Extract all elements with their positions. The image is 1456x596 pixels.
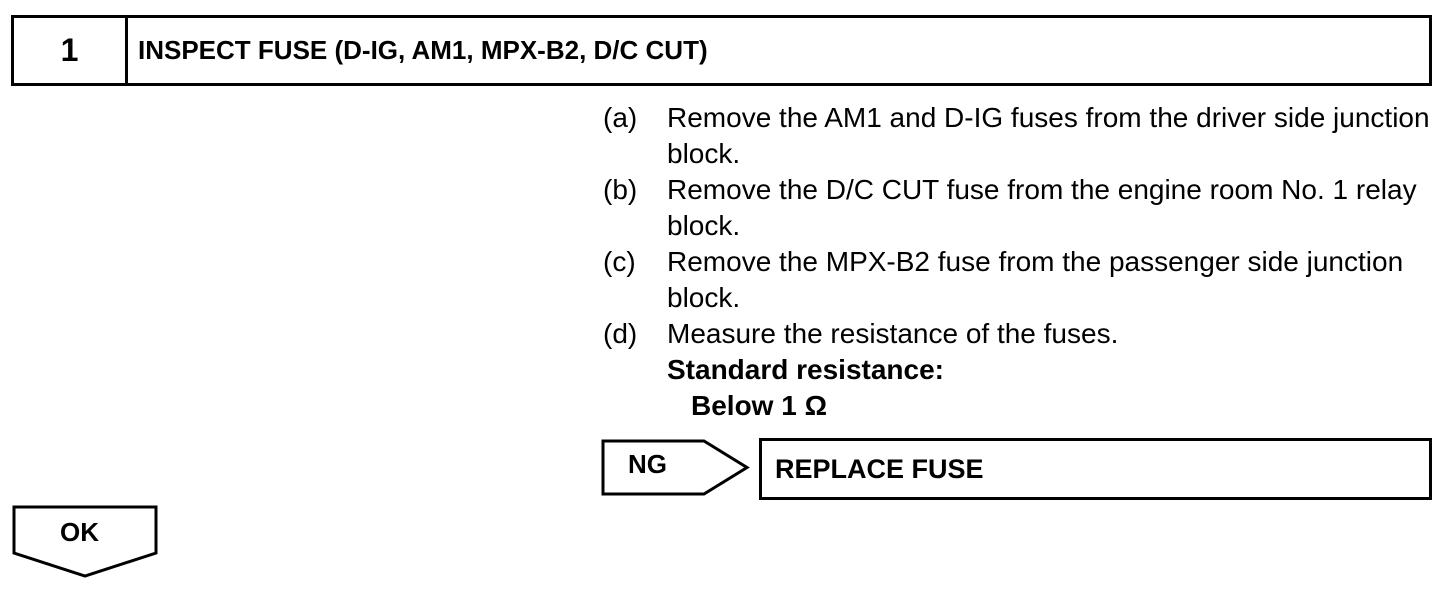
instruction-text: Remove the AM1 and D-IG fuses from the d… bbox=[667, 102, 1430, 169]
instruction-label: (b) bbox=[603, 174, 638, 205]
spec-value: Below 1 Ω bbox=[691, 390, 828, 421]
instruction-label: (a) bbox=[603, 102, 638, 133]
instruction-item-c: (c) Remove the MPX-B2 fuse from the pass… bbox=[603, 244, 1433, 316]
instruction-list: (a) Remove the AM1 and D-IG fuses from t… bbox=[603, 100, 1433, 424]
step-number: 1 bbox=[14, 18, 128, 83]
ok-label: OK bbox=[60, 517, 99, 547]
instruction-text: Measure the resistance of the fuses. bbox=[667, 318, 1119, 349]
ng-label: NG bbox=[628, 449, 667, 479]
instruction-item-d: (d) Measure the resistance of the fuses. bbox=[603, 316, 1433, 352]
instruction-label: (d) bbox=[603, 318, 638, 349]
ng-arrow-icon bbox=[601, 439, 750, 496]
instruction-text: Remove the D/C CUT fuse from the engine … bbox=[667, 174, 1417, 241]
step-header: 1 INSPECT FUSE (D-IG, AM1, MPX-B2, D/C C… bbox=[11, 15, 1432, 86]
instruction-label: (c) bbox=[603, 246, 636, 277]
instruction-item-a: (a) Remove the AM1 and D-IG fuses from t… bbox=[603, 100, 1433, 172]
instruction-text: Remove the MPX-B2 fuse from the passenge… bbox=[667, 246, 1404, 313]
ok-arrow-icon bbox=[12, 505, 158, 578]
spec-heading: Standard resistance: bbox=[667, 354, 944, 385]
ng-result-box: REPLACE FUSE bbox=[759, 438, 1432, 500]
ng-result-text: REPLACE FUSE bbox=[775, 453, 984, 484]
step-title: INSPECT FUSE (D-IG, AM1, MPX-B2, D/C CUT… bbox=[138, 35, 708, 65]
instruction-item-b: (b) Remove the D/C CUT fuse from the eng… bbox=[603, 172, 1433, 244]
